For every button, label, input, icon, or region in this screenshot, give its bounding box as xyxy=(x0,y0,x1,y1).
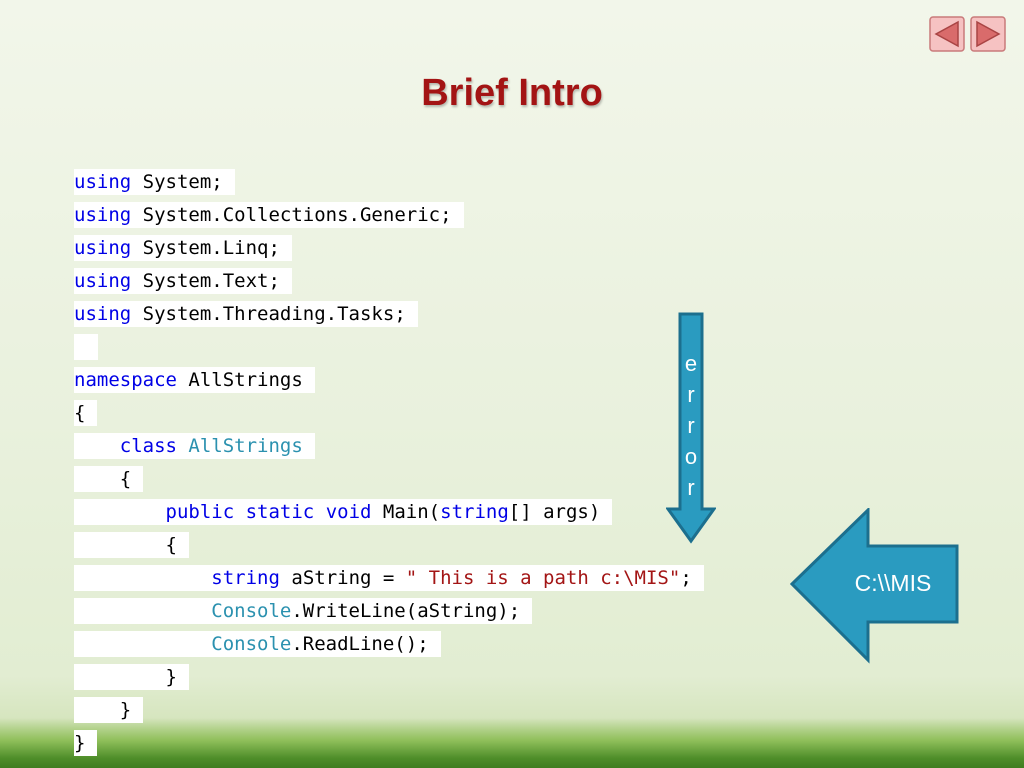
code-line-text: { xyxy=(74,466,144,492)
code-line-text: class AllStrings xyxy=(74,433,315,459)
code-line-text: } xyxy=(74,664,189,690)
code-line-text: string aString = " This is a path c:\MIS… xyxy=(74,565,704,591)
code-line: namespace AllStrings xyxy=(74,367,704,400)
code-line: using System.Collections.Generic; xyxy=(74,202,704,235)
code-line: { xyxy=(74,532,704,565)
code-token: System.Threading.Tasks; xyxy=(142,303,406,325)
code-token: .ReadLine(); xyxy=(291,633,429,655)
string-token: " This is a path c:\MIS" xyxy=(405,567,681,589)
code-token: ; xyxy=(680,567,692,589)
code-token: aString = xyxy=(291,567,406,589)
code-line-text xyxy=(74,334,98,360)
code-token: AllStrings xyxy=(188,369,303,391)
code-line-text: namespace AllStrings xyxy=(74,367,315,393)
type-token: Console xyxy=(211,600,292,622)
code-token: System; xyxy=(142,171,223,193)
triangle-left-icon xyxy=(929,16,965,52)
code-line: using System.Text; xyxy=(74,268,704,301)
code-line: } xyxy=(74,730,704,763)
code-line-text: using System.Threading.Tasks; xyxy=(74,301,418,327)
code-token: Main( xyxy=(382,501,441,523)
code-token xyxy=(74,600,211,622)
keyword-token: using xyxy=(74,303,132,325)
code-line: using System.Threading.Tasks; xyxy=(74,301,704,334)
type-token: Console xyxy=(211,633,292,655)
slide-title: Brief Intro xyxy=(421,72,603,114)
code-line-text: { xyxy=(74,400,98,426)
code-token: { xyxy=(74,468,132,490)
code-token: System.Linq; xyxy=(142,237,280,259)
keyword-token: class xyxy=(119,435,177,457)
error-down-arrow xyxy=(666,312,716,544)
code-line-text: } xyxy=(74,697,144,723)
code-token: } xyxy=(74,732,86,754)
code-line-text: } xyxy=(74,730,98,756)
code-line: } xyxy=(74,664,704,697)
code-line: using System.Linq; xyxy=(74,235,704,268)
next-slide-button[interactable] xyxy=(970,16,1006,52)
code-line-text: using System.Linq; xyxy=(74,235,292,261)
code-line-text: using System.Collections.Generic; xyxy=(74,202,464,228)
code-line: Console.WriteLine(aString); xyxy=(74,598,704,631)
code-line xyxy=(74,334,704,367)
code-token xyxy=(74,435,120,457)
keyword-token: using xyxy=(74,237,132,259)
code-token: System.Text; xyxy=(142,270,280,292)
code-token: [] args) xyxy=(508,501,601,523)
footer-gradient-band xyxy=(0,718,1024,768)
keyword-token: namespace xyxy=(74,369,177,391)
code-token: .WriteLine(aString); xyxy=(291,600,521,622)
code-token xyxy=(74,567,211,589)
code-token: { xyxy=(74,402,86,424)
error-letter: r xyxy=(687,382,695,407)
error-letter: r xyxy=(687,475,695,500)
error-letter: r xyxy=(687,413,695,438)
triangle-right-icon xyxy=(970,16,1006,52)
keyword-token: static xyxy=(245,501,315,523)
type-token: AllStrings xyxy=(188,435,303,457)
error-letter: o xyxy=(684,444,698,469)
keyword-token: using xyxy=(74,204,132,226)
code-line: string aString = " This is a path c:\MIS… xyxy=(74,565,704,598)
keyword-token: string xyxy=(211,567,280,589)
keyword-token: string xyxy=(440,501,509,523)
code-token xyxy=(74,501,166,523)
code-line: using System; xyxy=(74,169,704,202)
keyword-token: using xyxy=(74,171,132,193)
callout-label: C:\\MIS xyxy=(854,570,932,596)
path-callout-arrow xyxy=(789,506,960,664)
code-token: } xyxy=(74,699,132,721)
code-token: } xyxy=(74,666,177,688)
code-line: Console.ReadLine(); xyxy=(74,631,704,664)
code-line: public static void Main(string[] args) xyxy=(74,499,704,532)
keyword-token: using xyxy=(74,270,132,292)
keyword-token: void xyxy=(325,501,372,523)
code-token xyxy=(74,633,211,655)
code-line: { xyxy=(74,466,704,499)
code-line-text: using System.Text; xyxy=(74,268,292,294)
code-line-text: public static void Main(string[] args) xyxy=(74,499,613,525)
keyword-token: public xyxy=(165,501,235,523)
error-letter: e xyxy=(684,351,698,376)
code-line-text: Console.ReadLine(); xyxy=(74,631,441,657)
code-line: class AllStrings xyxy=(74,433,704,466)
code-line-text: using System; xyxy=(74,169,235,195)
code-line-text: Console.WriteLine(aString); xyxy=(74,598,533,624)
code-token: { xyxy=(74,534,177,556)
previous-slide-button[interactable] xyxy=(929,16,965,52)
code-line-text: { xyxy=(74,532,189,558)
code-block: using System;using System.Collections.Ge… xyxy=(74,169,704,763)
code-line: } xyxy=(74,697,704,730)
code-line: { xyxy=(74,400,704,433)
code-token: System.Collections.Generic; xyxy=(142,204,452,226)
